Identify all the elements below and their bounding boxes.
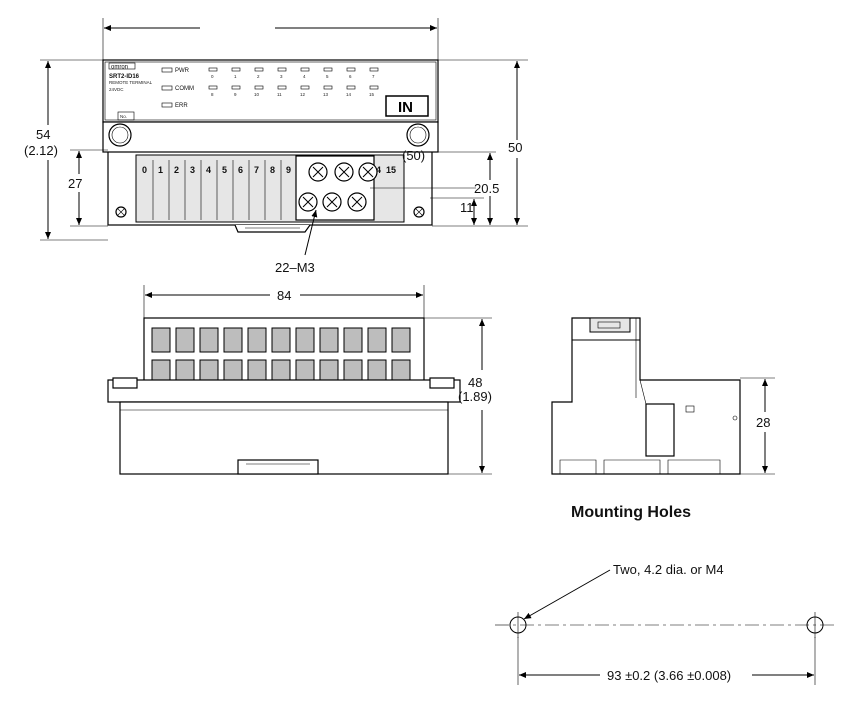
dim-20-5: 20.5: [474, 181, 499, 196]
no-label: No.: [120, 114, 127, 119]
dim-50-paren: (50): [402, 148, 425, 163]
in-label: IN: [398, 99, 413, 116]
led-label: 9: [234, 92, 237, 97]
left-knob: [108, 123, 132, 147]
dim-48-mm: 48: [468, 375, 482, 390]
screw-cluster: [298, 162, 378, 212]
led-label: 11: [277, 92, 282, 97]
led-label: 15: [369, 92, 375, 97]
terminal-number: 9: [286, 165, 291, 175]
comm-label: COMM: [175, 86, 194, 92]
dim-27: 27: [68, 176, 82, 191]
voltage-label: 24VDC: [109, 87, 124, 92]
dim-54-in: (2.12): [24, 143, 58, 158]
model-label: SRT2-ID16: [109, 74, 140, 80]
led-label: 10: [254, 92, 260, 97]
mounting-holes-title: Mounting Holes: [571, 504, 691, 521]
dim-28: 28: [756, 415, 770, 430]
led-label: 1: [234, 74, 237, 79]
terminal-number: 8: [270, 165, 275, 175]
dim-11: 11: [460, 200, 474, 215]
led-label: 12: [300, 92, 306, 97]
dim-84: 84: [277, 288, 291, 303]
mounting-holes: Mounting Holes Two, 4.2 dia. or M4 93 ±0…: [495, 504, 838, 685]
pwr-label: PWR: [175, 68, 190, 74]
in-box: [385, 95, 429, 117]
terminal-numbers: 0 1 2 3 4 5 6 7 8 9 4 15: [142, 165, 396, 175]
terminal-number: 7: [254, 165, 259, 175]
terminal-number: 5: [222, 165, 227, 175]
mounting-callout: Two, 4.2 dia. or M4: [613, 562, 724, 577]
brand-label: omron: [111, 65, 128, 71]
led-row-top: 0 1 2 3 4 5 6 7: [208, 67, 379, 79]
terminal-number: 6: [238, 165, 243, 175]
led-label: 2: [257, 74, 260, 79]
led-label: 3: [280, 74, 283, 79]
dim-48-in: (1.89): [458, 389, 492, 404]
bottom-view: 84 48 (1.89): [107, 285, 492, 475]
led-label: 4: [303, 74, 306, 79]
side-view: 28: [551, 317, 775, 475]
led-label: 7: [372, 74, 375, 79]
led-label: 6: [349, 74, 352, 79]
terminal-number: 4: [206, 165, 211, 175]
terminal-number: 4: [376, 165, 381, 175]
screw-callout: 22–M3: [275, 260, 315, 275]
led-label: 14: [346, 92, 352, 97]
terminal-number: 3: [190, 165, 195, 175]
led-label: 13: [323, 92, 329, 97]
led-label: 5: [326, 74, 329, 79]
terminal-number: 0: [142, 165, 147, 175]
terminal-number: 1: [158, 165, 163, 175]
front-view: omron SRT2-ID16 REMOTE TERMINAL 24VDC No…: [24, 18, 528, 275]
mounting-spacing: 93 ±0.2 (3.66 ±0.008): [607, 668, 731, 683]
terminal-number: 2: [174, 165, 179, 175]
led-label: 0: [211, 74, 214, 79]
err-label: ERR: [175, 103, 188, 109]
dim-50: 50: [508, 140, 522, 155]
led-label: 8: [211, 92, 214, 97]
terminal-number: 15: [386, 165, 396, 175]
subtitle-label: REMOTE TERMINAL: [109, 80, 153, 85]
led-row-bottom: 8 9 10 11 12 13 14 15: [208, 85, 379, 97]
dim-54-mm: 54: [36, 127, 50, 142]
